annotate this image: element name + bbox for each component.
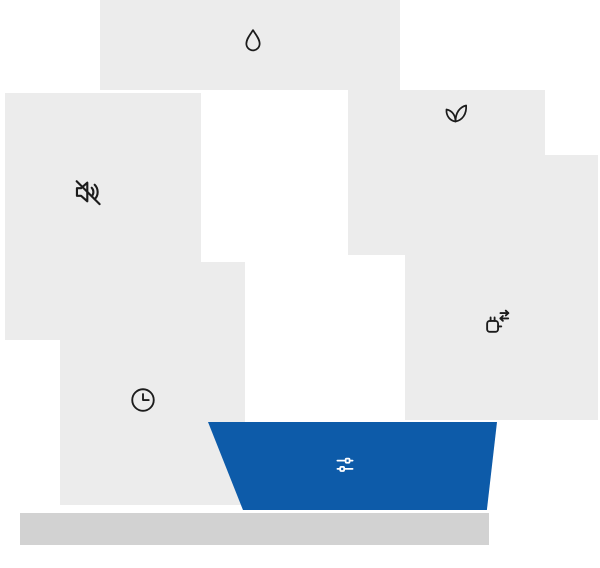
muted-speaker-icon <box>75 180 101 206</box>
plug-swap-icon <box>486 309 510 333</box>
droplet-icon <box>245 29 261 52</box>
clock-icon <box>131 388 155 412</box>
tile-timer[interactable] <box>60 262 245 505</box>
bottom-bar <box>20 513 489 545</box>
sliders-icon <box>336 457 354 472</box>
leaf-icon <box>445 104 468 123</box>
tile-water[interactable] <box>100 0 400 90</box>
tile-custom-selected[interactable] <box>208 422 497 510</box>
tile-power[interactable] <box>405 155 598 420</box>
